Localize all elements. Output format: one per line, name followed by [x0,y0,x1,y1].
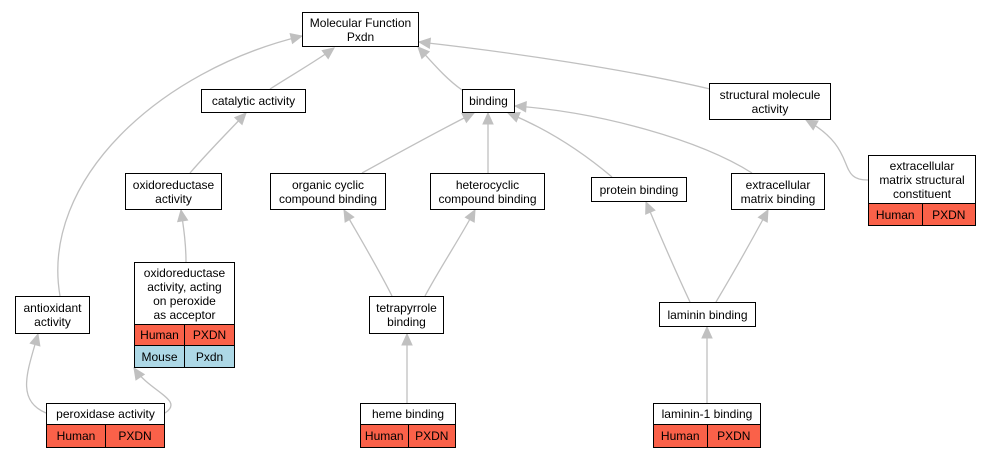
node-label: laminin-1 binding [661,407,753,421]
edge-organic-to-binding-arrowhead [461,112,476,124]
edge-binding-to-mf-arrowhead [417,46,431,60]
edge-peroxidase-to-antioxidant-arrowhead [29,332,41,347]
node-organic-cyclic-compound-binding[interactable]: organic cyclic compound binding [270,173,386,210]
edge-heme-to-tetrapyrrole-arrowhead [401,332,413,346]
edge-oxidoperox-to-oxido-arrowhead [176,208,189,223]
node-label: heme binding [371,407,445,421]
node-label: laminin binding [667,307,748,322]
edge-ecmstruct-to-structural [805,119,869,181]
species-cell: Human [47,425,105,447]
edge-peroxidase-to-oxidoperox-arrowhead [133,366,146,381]
node-label: catalytic activity [211,94,296,108]
edge-laminin-to-protein-arrowhead [645,200,656,215]
node-label: extracellular matrix binding [740,177,816,206]
edge-oxido-to-catalytic-arrowhead [233,112,247,126]
species-cell: Human [135,325,184,345]
edge-oxido-to-catalytic [189,112,247,174]
node-oxidoreductase-activity[interactable]: oxidoreductase activity [125,173,222,210]
node-label: oxidoreductase activity, acting on perox… [143,265,226,322]
gene-cell: Pxdn [184,346,234,367]
edge-antioxidant-to-mf [57,35,303,297]
node-label: antioxidant activity [23,301,82,329]
edge-ecmstruct-to-structural-arrowhead [804,119,819,131]
annotation-human-pxdn[interactable]: Human PXDN [653,424,761,448]
node-label: heterocyclic compound binding [438,177,537,206]
edge-ecm-to-binding [514,105,753,174]
node-label: protein binding [599,182,679,197]
gene-cell: PXDN [105,425,164,447]
edge-hetero-to-binding-arrowhead [482,111,494,125]
node-extracellular-matrix-structural-constituent[interactable]: extracellular matrix structural constitu… [868,155,976,204]
species-cell: Human [654,425,707,447]
node-label: Molecular Function Pxdn [309,15,412,44]
node-label: organic cyclic compound binding [278,177,378,206]
edge-ecm-to-binding-arrowhead [513,101,527,113]
edge-tetrapyrrole-to-hetero-arrowhead [464,208,476,223]
node-extracellular-matrix-binding[interactable]: extracellular matrix binding [731,173,825,210]
node-label: binding [469,94,508,108]
node-catalytic-activity[interactable]: catalytic activity [201,89,306,113]
annotation-human-pxdn[interactable]: Human PXDN [134,324,235,346]
node-binding[interactable]: binding [462,89,515,113]
edge-laminin-to-ecm-arrowhead [757,208,769,223]
species-cell: Mouse [135,346,184,367]
species-cell: Human [361,425,408,447]
gene-cell: PXDN [184,325,234,345]
node-heme-binding[interactable]: heme binding [360,403,456,425]
edge-laminin-to-ecm [715,209,769,303]
node-protein-binding[interactable]: protein binding [591,177,687,202]
node-antioxidant-activity[interactable]: antioxidant activity [15,296,90,334]
edge-antioxidant-to-mf-arrowhead [289,33,304,45]
edge-tetrapyrrole-to-organic-arrowhead [343,208,355,223]
annotation-human-pxdn[interactable]: Human PXDN [46,424,165,448]
gene-cell: PXDN [407,425,455,447]
annotation-human-pxdn[interactable]: Human PXDN [360,424,456,448]
edge-structural-to-mf [418,41,711,90]
gene-cell: PXDN [706,425,760,447]
species-cell: Human [869,204,922,225]
annotation-mouse-pxdn[interactable]: Mouse Pxdn [134,345,235,368]
node-laminin-1-binding[interactable]: laminin-1 binding [653,403,761,425]
node-laminin-binding[interactable]: laminin binding [659,302,756,327]
edge-laminin1-to-laminin-arrowhead [701,325,713,339]
edge-protein-to-binding [507,112,613,178]
edge-protein-to-binding-arrowhead [506,111,521,123]
edge-laminin-to-protein [645,201,691,303]
node-label: extracellular matrix structural constitu… [879,158,965,201]
edge-tetrapyrrole-to-organic [343,209,393,297]
edge-organic-to-binding [361,112,475,174]
gene-cell: PXDN [921,204,975,225]
node-structural-molecule-activity[interactable]: structural molecule activity [709,83,831,120]
edges [25,33,869,414]
node-oxidoreductase-acting-on-peroxide[interactable]: oxidoreductase activity, acting on perox… [134,262,235,325]
node-peroxidase-activity[interactable]: peroxidase activity [46,403,165,425]
annotation-human-pxdn[interactable]: Human PXDN [868,203,976,226]
edge-peroxidase-to-antioxidant [25,333,47,414]
node-label: peroxidase activity [56,407,155,421]
node-label: oxidoreductase activity [132,177,215,206]
edge-catalytic-to-mf-arrowhead [321,47,335,60]
edge-structural-to-mf-arrowhead [417,37,432,49]
edge-tetrapyrrole-to-hetero [424,209,476,297]
node-label: structural molecule activity [719,87,821,116]
node-tetrapyrrole-binding[interactable]: tetrapyrrole binding [369,296,444,334]
node-label: tetrapyrrole binding [376,301,437,329]
node-molecular-function[interactable]: Molecular Function Pxdn [302,12,419,47]
node-heterocyclic-compound-binding[interactable]: heterocyclic compound binding [430,173,545,210]
